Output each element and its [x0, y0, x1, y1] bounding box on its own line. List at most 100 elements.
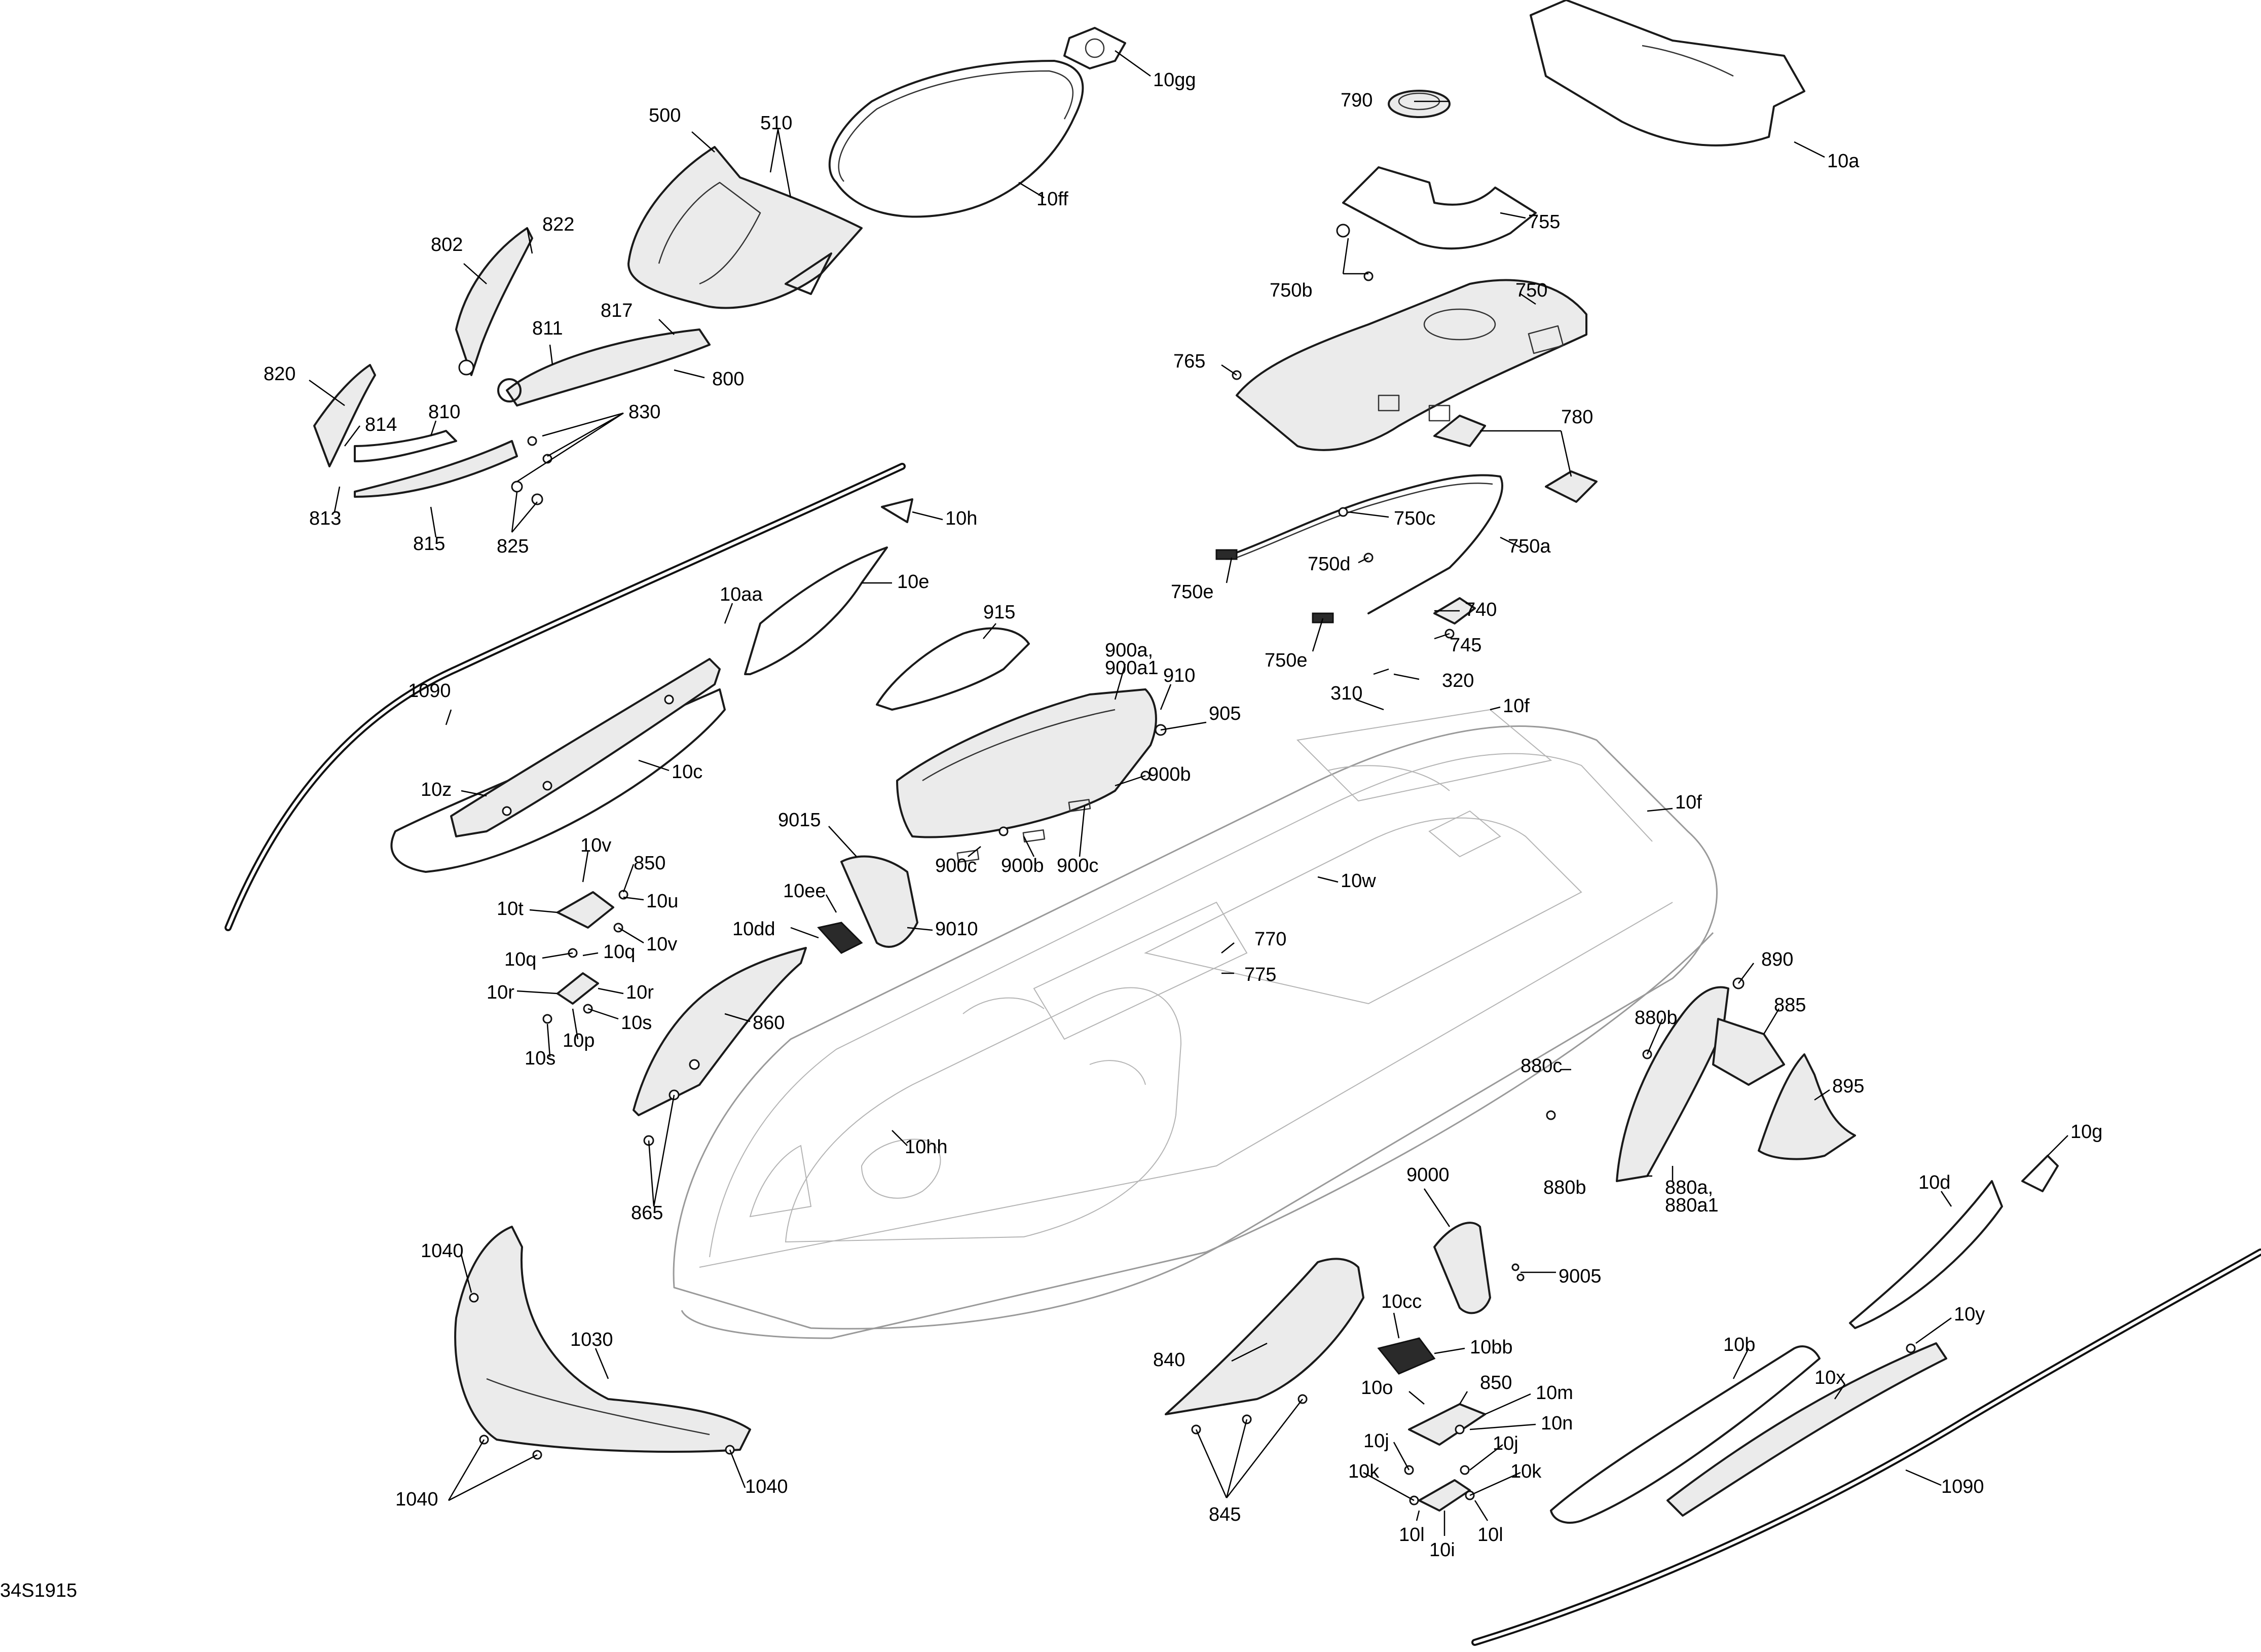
part-9010-bracket	[840, 855, 918, 948]
callout-9000: 9000	[1406, 1164, 1450, 1186]
callout-10y: 10y	[1954, 1304, 1985, 1325]
callout-750b: 750b	[1270, 280, 1313, 301]
callout-750e-lower: 750e	[1265, 650, 1308, 671]
callout-915: 915	[983, 602, 1015, 623]
callout-1090-left: 1090	[408, 680, 451, 702]
callout-10o: 10o	[1361, 1377, 1393, 1399]
callout-750e-upper: 750e	[1171, 581, 1214, 603]
callout-10r-left: 10r	[487, 982, 514, 1003]
part-10dd-grill	[817, 922, 863, 954]
part-10a-mat	[1530, 0, 1805, 146]
callout-10b: 10b	[1723, 1334, 1755, 1355]
callout-10t: 10t	[497, 898, 524, 920]
hull-body	[673, 709, 1718, 1339]
callout-10p: 10p	[563, 1030, 595, 1051]
callout-510: 510	[760, 113, 792, 134]
callout-780: 780	[1561, 407, 1593, 428]
callout-813: 813	[309, 508, 341, 529]
part-750-deck-panel	[1232, 224, 1587, 451]
part-10d-decal	[1849, 1180, 2003, 1329]
callout-880c: 880c	[1521, 1055, 1562, 1077]
part-10k-latch	[1404, 1465, 1475, 1512]
callout-740: 740	[1465, 599, 1497, 620]
callout-880a1: 880a1	[1665, 1195, 1719, 1216]
callout-814: 814	[365, 414, 397, 435]
callout-890: 890	[1761, 949, 1793, 970]
callout-10cc: 10cc	[1381, 1291, 1422, 1312]
callout-900a1: 900a1	[1105, 657, 1159, 679]
callout-905: 905	[1209, 703, 1241, 724]
callout-10j-right: 10j	[1493, 1433, 1518, 1454]
callout-790: 790	[1341, 90, 1373, 111]
callout-1040-top: 1040	[421, 1240, 464, 1262]
part-1090-trim-left	[225, 463, 906, 931]
part-800-trim	[497, 328, 711, 407]
callout-10s-right: 10s	[621, 1012, 652, 1034]
part-880-side-panel	[1546, 977, 1785, 1182]
callout-885: 885	[1774, 995, 1806, 1016]
callout-10c: 10c	[672, 761, 702, 783]
callout-900b-lower: 900b	[1001, 855, 1044, 876]
part-900c-900b	[956, 799, 1091, 863]
diagram-id: 34S1915	[0, 1580, 77, 1601]
part-10b-panel	[1550, 1345, 1821, 1524]
part-780-mounts	[1433, 415, 1598, 503]
callout-10k-left: 10k	[1348, 1461, 1380, 1482]
callout-10l-right: 10l	[1477, 1524, 1503, 1546]
callout-10i: 10i	[1429, 1539, 1455, 1561]
callout-320: 320	[1442, 670, 1474, 691]
callout-10l-left: 10l	[1399, 1524, 1425, 1546]
callout-10aa: 10aa	[720, 584, 763, 605]
callout-10q-right: 10q	[603, 941, 635, 963]
callout-817: 817	[601, 300, 633, 321]
callout-10q-left: 10q	[504, 949, 536, 970]
callout-10r-right: 10r	[626, 982, 654, 1003]
part-10ff-seal	[828, 60, 1084, 218]
callout-745: 745	[1450, 635, 1481, 656]
callout-310: 310	[1330, 683, 1362, 704]
callout-900c-left: 900c	[935, 855, 977, 876]
part-755-mat	[1342, 166, 1537, 250]
callout-880b-lower: 880b	[1543, 1177, 1586, 1198]
part-802-side-panel	[455, 227, 533, 376]
callout-10hh: 10hh	[905, 1136, 948, 1158]
callout-850-left: 850	[634, 853, 665, 874]
callout-10k-right: 10k	[1510, 1461, 1542, 1482]
callout-900c-right: 900c	[1057, 855, 1098, 876]
callout-10f-upper: 10f	[1503, 695, 1530, 717]
callout-10z: 10z	[421, 779, 452, 800]
callout-800: 800	[712, 369, 744, 390]
part-900-storage-bin	[896, 688, 1167, 838]
callout-10d: 10d	[1918, 1172, 1950, 1193]
part-10h-clip	[881, 498, 913, 523]
callout-10ee: 10ee	[783, 880, 826, 902]
part-820-810-815	[313, 364, 552, 505]
callout-10f-right: 10f	[1675, 792, 1702, 813]
callout-765: 765	[1173, 351, 1205, 372]
callout-815: 815	[413, 533, 445, 555]
callout-10dd: 10dd	[732, 919, 775, 940]
callout-10u: 10u	[646, 891, 678, 912]
part-750a-cable	[1215, 474, 1503, 623]
callout-10ff: 10ff	[1036, 189, 1068, 210]
callout-810: 810	[428, 401, 460, 423]
callout-880a: 880a,	[1665, 1177, 1713, 1198]
callout-775: 775	[1244, 964, 1276, 985]
callout-900b-upper: 900b	[1148, 764, 1191, 785]
callout-750: 750	[1515, 280, 1547, 301]
part-10p-latch	[542, 948, 599, 1024]
callout-10gg: 10gg	[1153, 69, 1196, 91]
callout-10j-left: 10j	[1363, 1430, 1389, 1452]
part-500-glovebox-cover	[627, 146, 863, 309]
callout-10e: 10e	[897, 571, 929, 593]
callout-865: 865	[631, 1202, 663, 1224]
callout-825: 825	[497, 536, 529, 557]
part-10t-latch	[557, 890, 628, 933]
callout-1040-left: 1040	[395, 1489, 438, 1510]
part-10m-latch	[1408, 1403, 1486, 1446]
part-1030-bumper	[454, 1226, 751, 1460]
callout-845: 845	[1209, 1504, 1241, 1525]
part-10c-panel	[390, 688, 726, 873]
callout-755: 755	[1528, 211, 1560, 233]
